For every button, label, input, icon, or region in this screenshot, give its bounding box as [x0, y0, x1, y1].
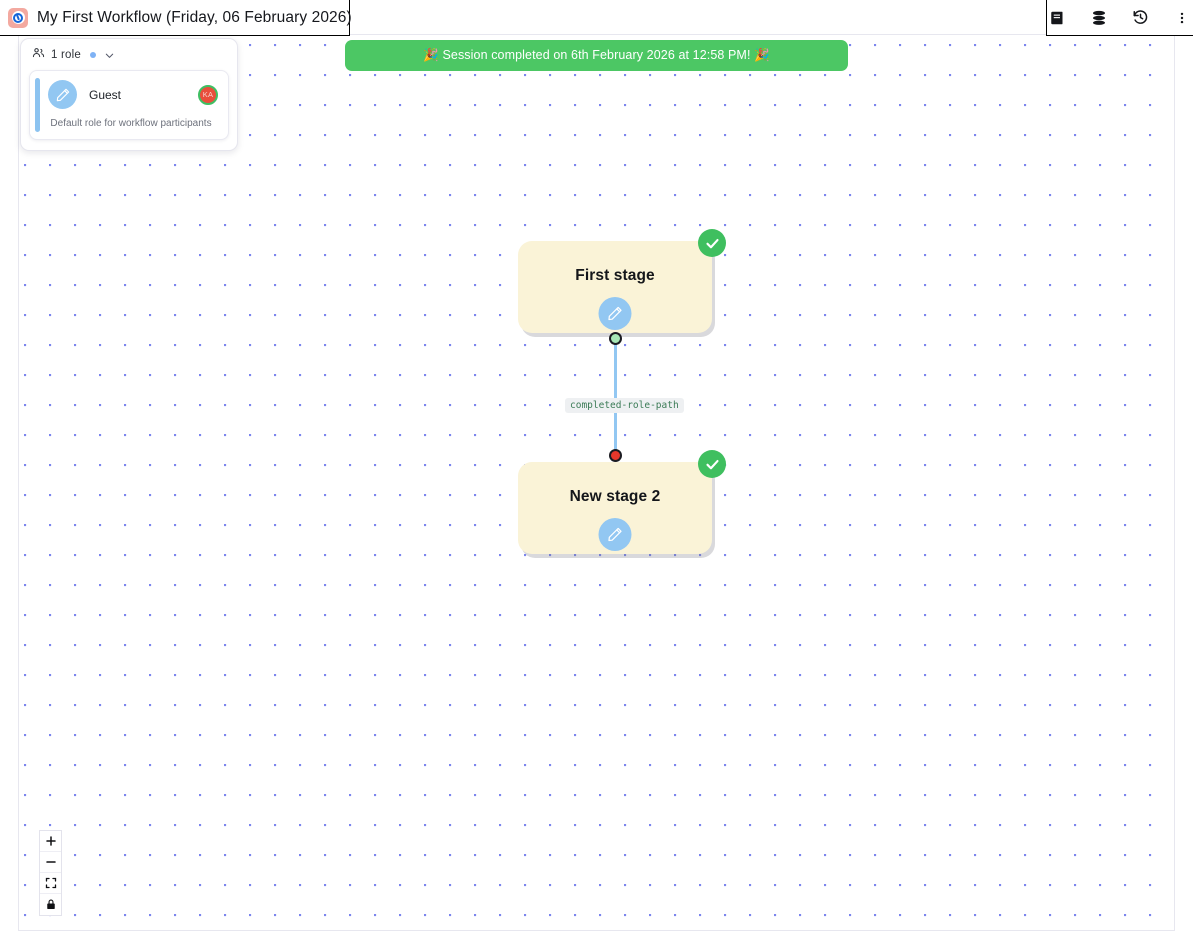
workflow-header: My First Workflow (Friday, 06 February 2…	[0, 0, 352, 36]
check-circle-icon	[698, 450, 726, 478]
node-title: First stage	[575, 267, 655, 284]
workflow-logo-icon	[8, 7, 28, 28]
header-toolbar	[1046, 0, 1193, 36]
flow-node-first-stage[interactable]: First stage	[518, 229, 726, 333]
zoom-out-icon[interactable]	[40, 852, 61, 873]
more-options-icon[interactable]	[1172, 7, 1193, 29]
people-icon	[32, 46, 45, 64]
edge-target-handle[interactable]	[609, 449, 622, 462]
flow-node-new-stage-2[interactable]: New stage 2	[518, 450, 726, 554]
roles-count-label: 1 role	[51, 49, 81, 61]
database-icon[interactable]	[1089, 7, 1111, 29]
edge-source-handle[interactable]	[609, 332, 622, 345]
edge-label[interactable]: completed-role-path	[565, 398, 684, 413]
check-circle-icon	[698, 229, 726, 257]
node-title: New stage 2	[569, 488, 661, 505]
pencil-icon[interactable]	[598, 297, 632, 330]
avatar[interactable]: KA	[198, 84, 218, 105]
notes-icon[interactable]	[1047, 7, 1069, 29]
zoom-controls[interactable]	[39, 830, 62, 916]
flow-canvas[interactable]: completed-role-path First stage	[18, 34, 1175, 931]
fit-view-icon[interactable]	[40, 873, 61, 894]
role-name: Guest	[89, 87, 122, 102]
roles-status-dot	[89, 52, 96, 58]
pencil-icon[interactable]	[598, 518, 632, 551]
pencil-icon	[48, 80, 77, 109]
history-icon[interactable]	[1130, 7, 1152, 29]
role-description: Default role for workflow participants	[50, 118, 212, 129]
edge-connector-line	[614, 338, 617, 457]
roles-panel: 1 role Guest KA	[20, 38, 238, 151]
roles-panel-header[interactable]: 1 role	[21, 39, 237, 70]
lock-icon[interactable]	[40, 894, 61, 915]
session-status-banner: 🎉 Session completed on 6th February 2026…	[345, 40, 848, 71]
page-title: My First Workflow (Friday, 06 February 2…	[37, 8, 352, 26]
role-card-guest[interactable]: Guest KA Default role for workflow parti…	[29, 70, 229, 140]
zoom-in-icon[interactable]	[40, 831, 61, 852]
chevron-down-icon[interactable]	[104, 50, 115, 61]
